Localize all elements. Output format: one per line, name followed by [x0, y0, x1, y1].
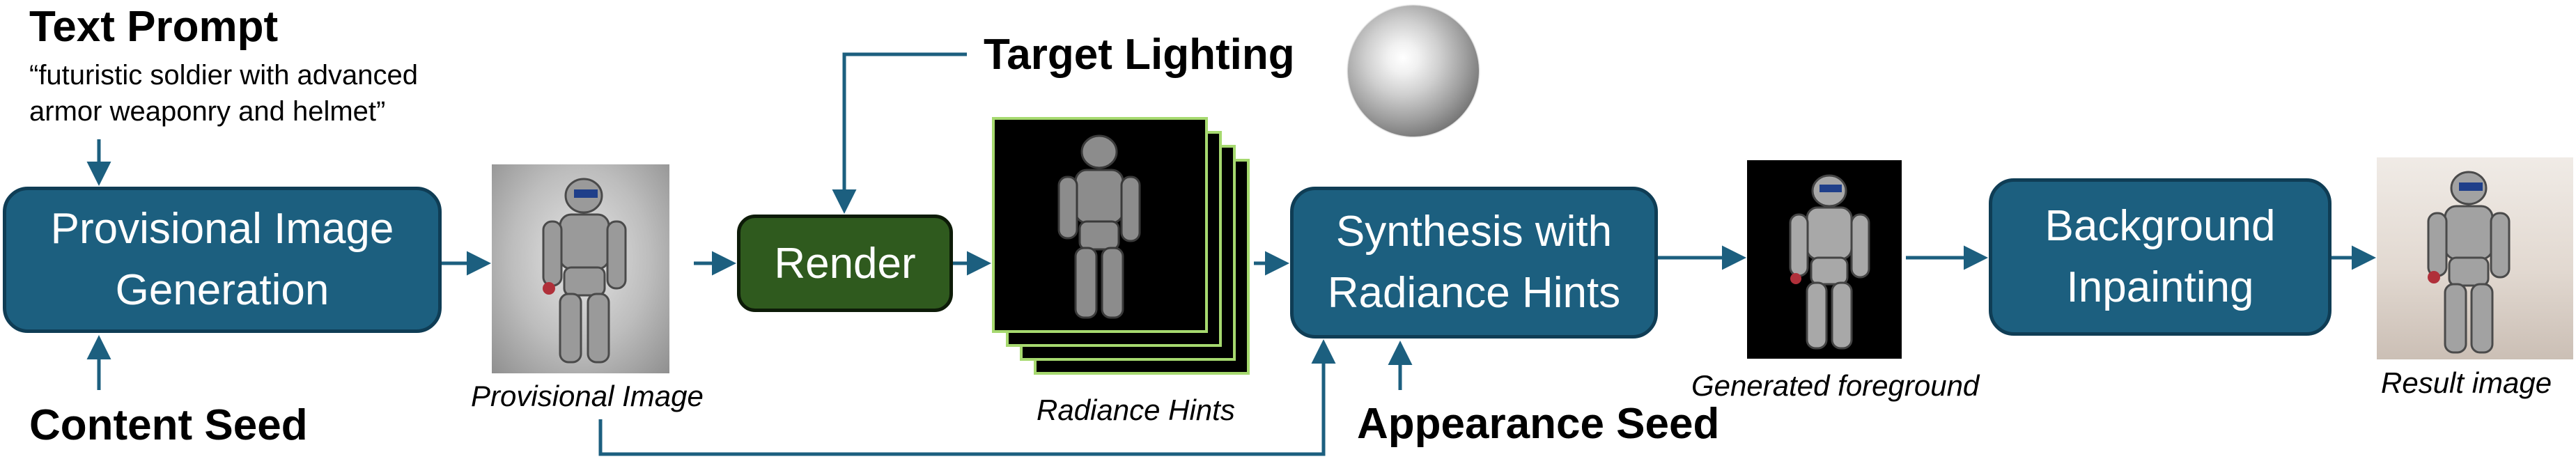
- appearance-seed-label: Appearance Seed: [1357, 400, 1720, 448]
- synthesis-box-line1: Synthesis with: [1335, 208, 1613, 256]
- background-box-line1: Background: [2044, 202, 2276, 250]
- arrow-lighting-to-render: [832, 52, 967, 214]
- provisional-image-caption: Provisional Image: [471, 380, 704, 412]
- text-prompt-line2: armor weaponry and helmet”: [29, 96, 386, 127]
- synthesis-box-line2: Radiance Hints: [1327, 269, 1621, 317]
- provisional-box-line1: Provisional Image: [50, 205, 394, 253]
- text-prompt-content: “futuristic soldier with advanced armor …: [29, 57, 531, 130]
- render-box-label: Render: [774, 239, 916, 288]
- generated-foreground-caption: Generated foreground: [1691, 369, 1980, 402]
- arrow-provisional-to-synthesis: [598, 339, 1336, 456]
- render-box: Render: [737, 215, 953, 312]
- target-lighting-label: Target Lighting: [984, 31, 1295, 79]
- generated-foreground-image: [1747, 160, 1902, 359]
- synthesis-box: Synthesis with Radiance Hints: [1290, 187, 1658, 339]
- background-box-line2: Inpainting: [2066, 263, 2254, 311]
- radiance-hints-caption: Radiance Hints: [1037, 394, 1235, 426]
- robot-figure-foreground: [1789, 174, 1870, 350]
- result-image: [2377, 157, 2573, 359]
- result-image-caption: Result image: [2381, 366, 2552, 399]
- robot-figure-provisional: [542, 178, 627, 364]
- text-prompt-title: Text Prompt: [29, 3, 279, 51]
- robot-figure-radiance: [1057, 134, 1141, 319]
- radiance-hint-card-front: [992, 117, 1208, 333]
- background-inpainting-box: Background Inpainting: [1989, 178, 2331, 336]
- provisional-box-line2: Generation: [115, 266, 329, 314]
- provisional-image-generation-box: Provisional Image Generation: [3, 187, 442, 333]
- content-seed-label: Content Seed: [29, 401, 308, 449]
- environment-map-sphere: [1348, 6, 1479, 137]
- text-prompt-line1: “futuristic soldier with advanced: [29, 60, 419, 91]
- robot-figure-result: [2427, 171, 2511, 354]
- provisional-image: [492, 164, 669, 373]
